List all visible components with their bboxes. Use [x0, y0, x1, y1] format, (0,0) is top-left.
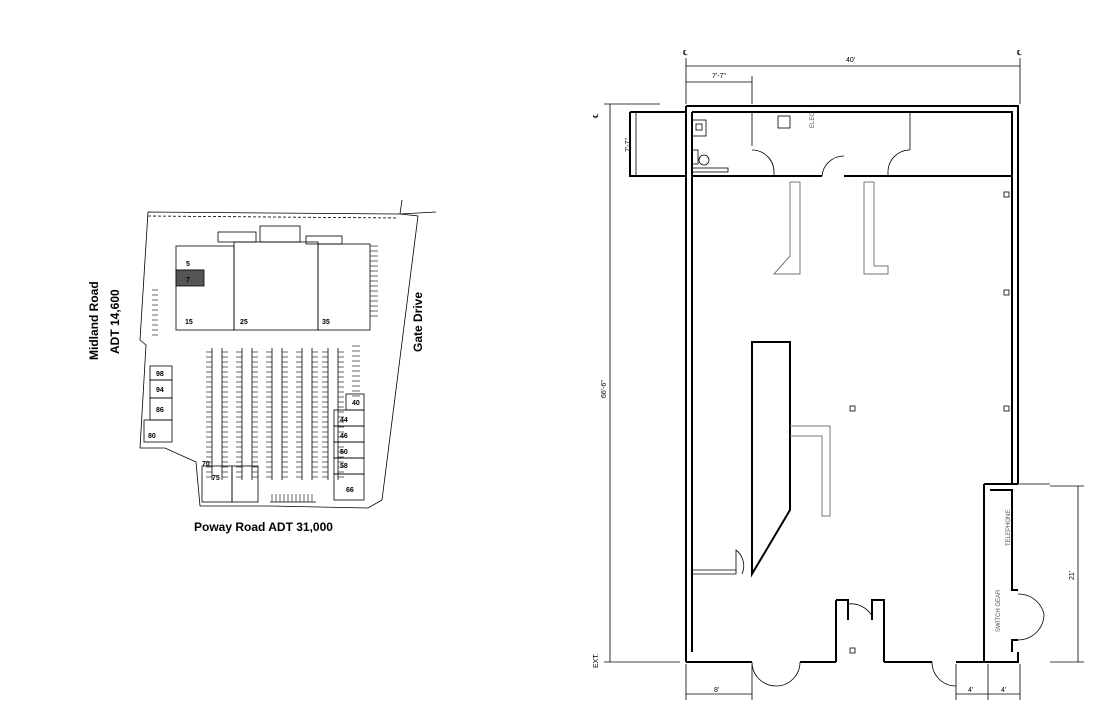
dim-left-small: 7'-7": [625, 138, 632, 152]
dim-bottom-right-b: 4': [1001, 687, 1006, 694]
property-boundary: [139, 211, 419, 509]
dim-bottom-left: 8': [714, 687, 719, 694]
dim-height: 66'-6": [601, 380, 608, 398]
elec-label: ELEC.: [810, 110, 816, 128]
switch-gear-label: SWITCH GEAR: [996, 589, 1002, 632]
site-plan: 5 7 15 25 35 98 94 86 80 70 75: [87, 199, 437, 534]
dim-width-top: 40': [846, 57, 855, 64]
unit-75: 75: [212, 475, 220, 482]
ext-label: EXT.: [593, 653, 600, 668]
centerline-label-a: ℄: [682, 50, 688, 57]
unit-35: 35: [322, 319, 330, 326]
poway-road-label: Poway Road ADT 31,000: [194, 520, 333, 534]
unit-70: 70: [202, 461, 210, 468]
unit-7: 7: [186, 277, 190, 284]
building-left: [143, 365, 259, 503]
unit-44: 44: [340, 417, 348, 424]
unit-50: 50: [340, 449, 348, 456]
unit-40: 40: [352, 400, 360, 407]
unit-46: 46: [340, 433, 348, 440]
unit-86: 86: [156, 407, 164, 414]
midland-adt-label: ADT 14,600: [108, 289, 122, 354]
unit-66: 66: [346, 487, 354, 494]
centerline-label-c: ℄: [593, 113, 600, 119]
gate-drive-label: Gate Drive: [411, 292, 425, 352]
outer-wall: [685, 105, 1019, 663]
midland-road-label: Midland Road: [87, 281, 101, 360]
unit-7-highlight: [175, 269, 205, 287]
building-right: [333, 393, 365, 501]
unit-98: 98: [156, 371, 164, 378]
floor-plan: 40' 7'-7" 7'-7" 66'-6" 8' 4' 4' 21' ℄ ℄ …: [593, 50, 1084, 700]
dim-top-small: 7'-7": [712, 73, 726, 80]
parking-lot: [152, 245, 378, 503]
unit-5: 5: [186, 261, 190, 268]
dimension-lines: [604, 58, 1084, 700]
dim-bottom-right-a: 4': [968, 687, 973, 694]
unit-58: 58: [340, 463, 348, 470]
unit-15: 15: [185, 319, 193, 326]
dim-right-height: 21': [1069, 571, 1076, 580]
building-main: [175, 225, 371, 331]
telephone-label: TELEPHONE: [1006, 510, 1012, 546]
unit-80: 80: [148, 433, 156, 440]
unit-25: 25: [240, 319, 248, 326]
unit-94: 94: [156, 387, 164, 394]
centerline-label-b: ℄: [1016, 50, 1022, 57]
